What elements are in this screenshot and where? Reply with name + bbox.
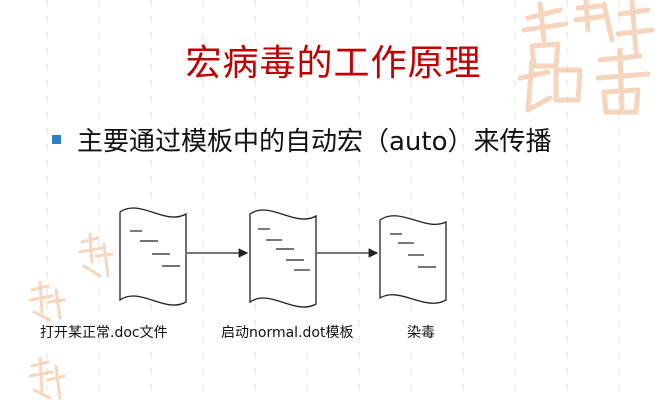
- bullet-item: 主要通过模板中的自动宏（auto）来传播: [52, 121, 552, 158]
- bullet-marker-icon: [52, 135, 61, 144]
- document-node-1: [119, 207, 187, 306]
- document-node-2-lines: [258, 228, 310, 271]
- document-node-3-lines: [390, 233, 436, 268]
- seal-logo-large: [517, 0, 655, 115]
- seal-logo-small-1: [78, 232, 114, 278]
- slide-title: 宏病毒的工作原理: [185, 43, 482, 84]
- seal-logo-small-3: [28, 356, 66, 400]
- document-node-1-lines: [130, 230, 180, 267]
- seal-logo-small-2: [28, 280, 66, 322]
- document-node-2: [249, 209, 317, 308]
- step-label-3: 染毒: [407, 325, 435, 341]
- step-label-1: 打开某正常.doc文件: [40, 325, 168, 341]
- document-node-3: [379, 215, 447, 304]
- step-label-2: 启动normal.dot模板: [221, 325, 354, 341]
- bullet-text: 主要通过模板中的自动宏（auto）来传播: [77, 127, 552, 157]
